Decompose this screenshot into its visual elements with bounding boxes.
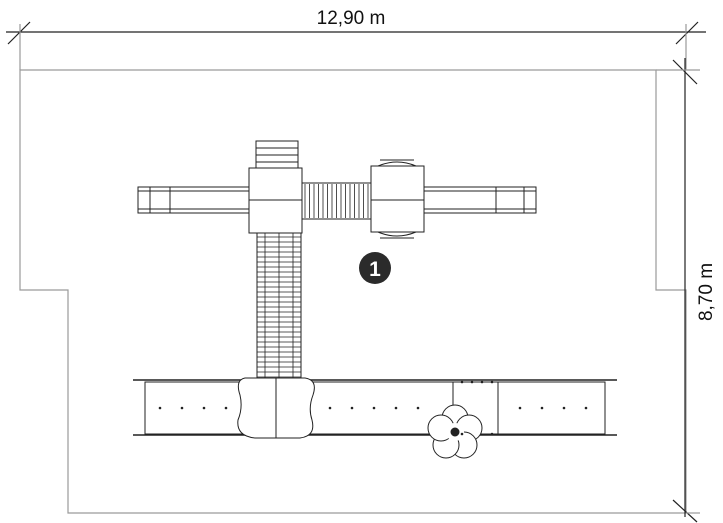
height-dimension	[656, 58, 700, 523]
right-tower	[370, 165, 425, 233]
bolt-dot	[180, 406, 184, 410]
bolt-dot	[540, 406, 544, 410]
bolt-dot	[372, 406, 376, 410]
bolt-dot	[460, 432, 464, 436]
bolt-dot	[518, 406, 522, 410]
bolt-dot	[202, 406, 206, 410]
height-tick-bottom	[672, 499, 698, 523]
width-tick-left	[7, 21, 31, 45]
top-structure	[137, 140, 537, 239]
height-dimension-label: 8,70 m	[696, 263, 717, 321]
bolt-dot	[470, 380, 474, 384]
bolt-dot	[158, 406, 162, 410]
net-tunnel-rails	[264, 233, 294, 378]
bottom-structure	[133, 377, 617, 459]
bolt-dot	[584, 406, 588, 410]
bolt-dot	[460, 380, 464, 384]
bolt-dot	[394, 406, 398, 410]
marker-label: 1	[369, 258, 381, 281]
bolt-dot	[328, 406, 332, 410]
width-dimension	[6, 21, 706, 70]
area-outline	[19, 69, 687, 514]
width-tick-right	[675, 21, 699, 45]
bolt-dot	[224, 406, 228, 410]
flower-platform	[427, 404, 483, 459]
bolt-dot	[350, 406, 354, 410]
bolt-dot	[480, 380, 484, 384]
width-dimension-label: 12,90 m	[317, 8, 386, 29]
walkway-bolts	[158, 380, 588, 436]
marker-circle	[359, 252, 391, 284]
bolt-dot	[416, 406, 420, 410]
bolt-dot	[562, 406, 566, 410]
height-tick-top	[672, 59, 698, 85]
barrel-bridge-slats	[304, 184, 369, 218]
bolt-dot	[490, 432, 494, 436]
bolt-dot	[490, 380, 494, 384]
